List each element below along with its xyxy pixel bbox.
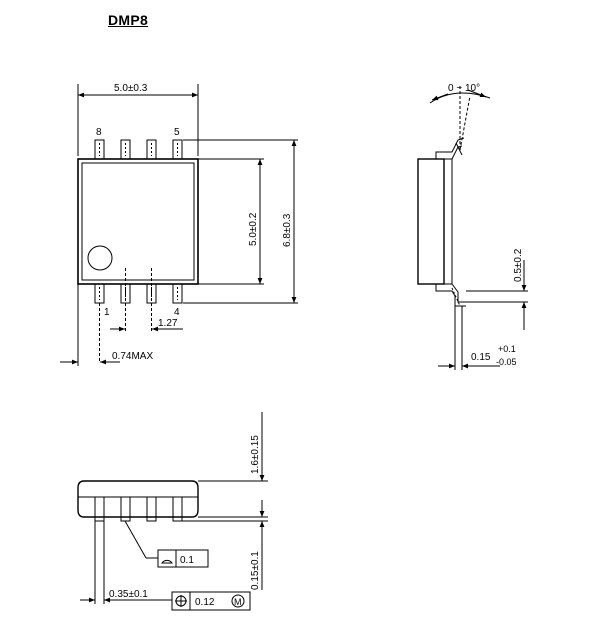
front-view [77,412,268,611]
lead-length-dim: 0.5±0.2 [513,248,524,282]
pin-1-label: 1 [104,307,110,318]
front-lead-4 [172,496,183,522]
package-body [77,158,199,285]
pin-4 [172,283,183,304]
position-frame [171,591,251,611]
thickness-nominal: 0.15 [471,352,491,363]
front-lead-1 [94,496,105,522]
standoff-dim: 0.15±0.1 [250,551,261,590]
top-view [60,84,298,366]
front-lead-3 [146,496,157,522]
thickness-plus: +0.1 [498,344,516,354]
flatness-value: 0.1 [180,555,194,566]
pin-5 [172,139,183,160]
pin-4-label: 4 [174,307,180,318]
pin-7 [120,139,131,160]
top-body-dim: 5.0±0.2 [248,212,259,246]
package-title: DMP8 [108,12,149,28]
pin-8 [94,139,105,160]
modifier-label: M [234,597,242,607]
top-width-dim: 5.0±0.3 [114,83,148,94]
flatness-symbol [161,559,173,564]
thickness-minus: -0.05 [496,357,517,367]
lead-width-dim: 0.35±0.1 [109,589,148,600]
height-dim: 1.6±0.15 [250,435,261,474]
package-body-inner [81,162,195,281]
pin-6 [146,139,157,160]
side-view [417,86,528,370]
pitch-dim: 1.27 [158,318,178,329]
max-dim: 0.74MAX [112,351,153,362]
modifier-circle [231,594,245,608]
pin1-marker [87,245,113,271]
pin-8-label: 8 [96,127,102,138]
side-body [417,158,445,285]
position-value: 0.12 [195,597,215,608]
pin-1 [94,283,105,304]
front-body [77,480,199,518]
angle-dim: 0 ~ 10° [448,83,480,94]
top-overall-dim: 6.8±0.3 [282,213,293,247]
flatness-frame [157,549,209,568]
pin-5-label: 5 [174,127,180,138]
